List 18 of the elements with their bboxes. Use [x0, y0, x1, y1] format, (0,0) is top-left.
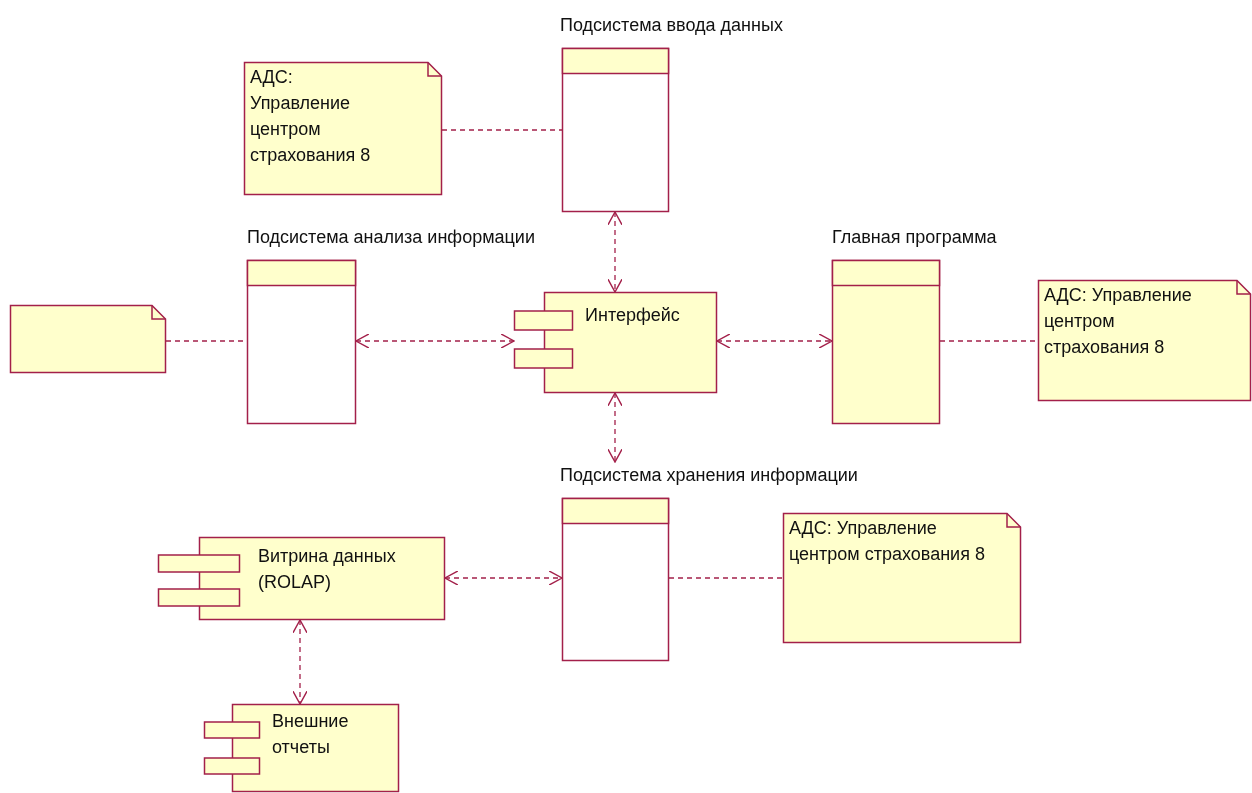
note-text: АДС: Управление центром страхования 8	[250, 66, 372, 167]
dashed-link	[441, 129, 563, 131]
dependency-arrow	[444, 570, 563, 586]
subsystem-label: Подсистема хранения информации	[560, 464, 858, 487]
component-label: Интерфейс	[585, 304, 681, 327]
dashed-link	[668, 577, 784, 579]
dependency-arrow	[355, 333, 515, 349]
dependency-arrow	[607, 392, 623, 463]
component-label: Внешние отчеты	[272, 710, 350, 759]
component-label: Витрина данных (ROLAP)	[258, 545, 397, 594]
dependency-arrow	[607, 211, 623, 293]
note-text: АДС: Управление центром страхования 8	[1044, 284, 1193, 359]
note-text: АДС: Управление центром страхования 8	[789, 517, 986, 566]
dependency-arrow	[716, 333, 833, 349]
subsystem-label: Главная программа	[832, 226, 997, 249]
dependency-arrow	[292, 619, 308, 705]
subsystem-label: Подсистема ввода данных	[560, 14, 783, 37]
subsystem-label: Подсистема анализа информации	[247, 226, 535, 249]
